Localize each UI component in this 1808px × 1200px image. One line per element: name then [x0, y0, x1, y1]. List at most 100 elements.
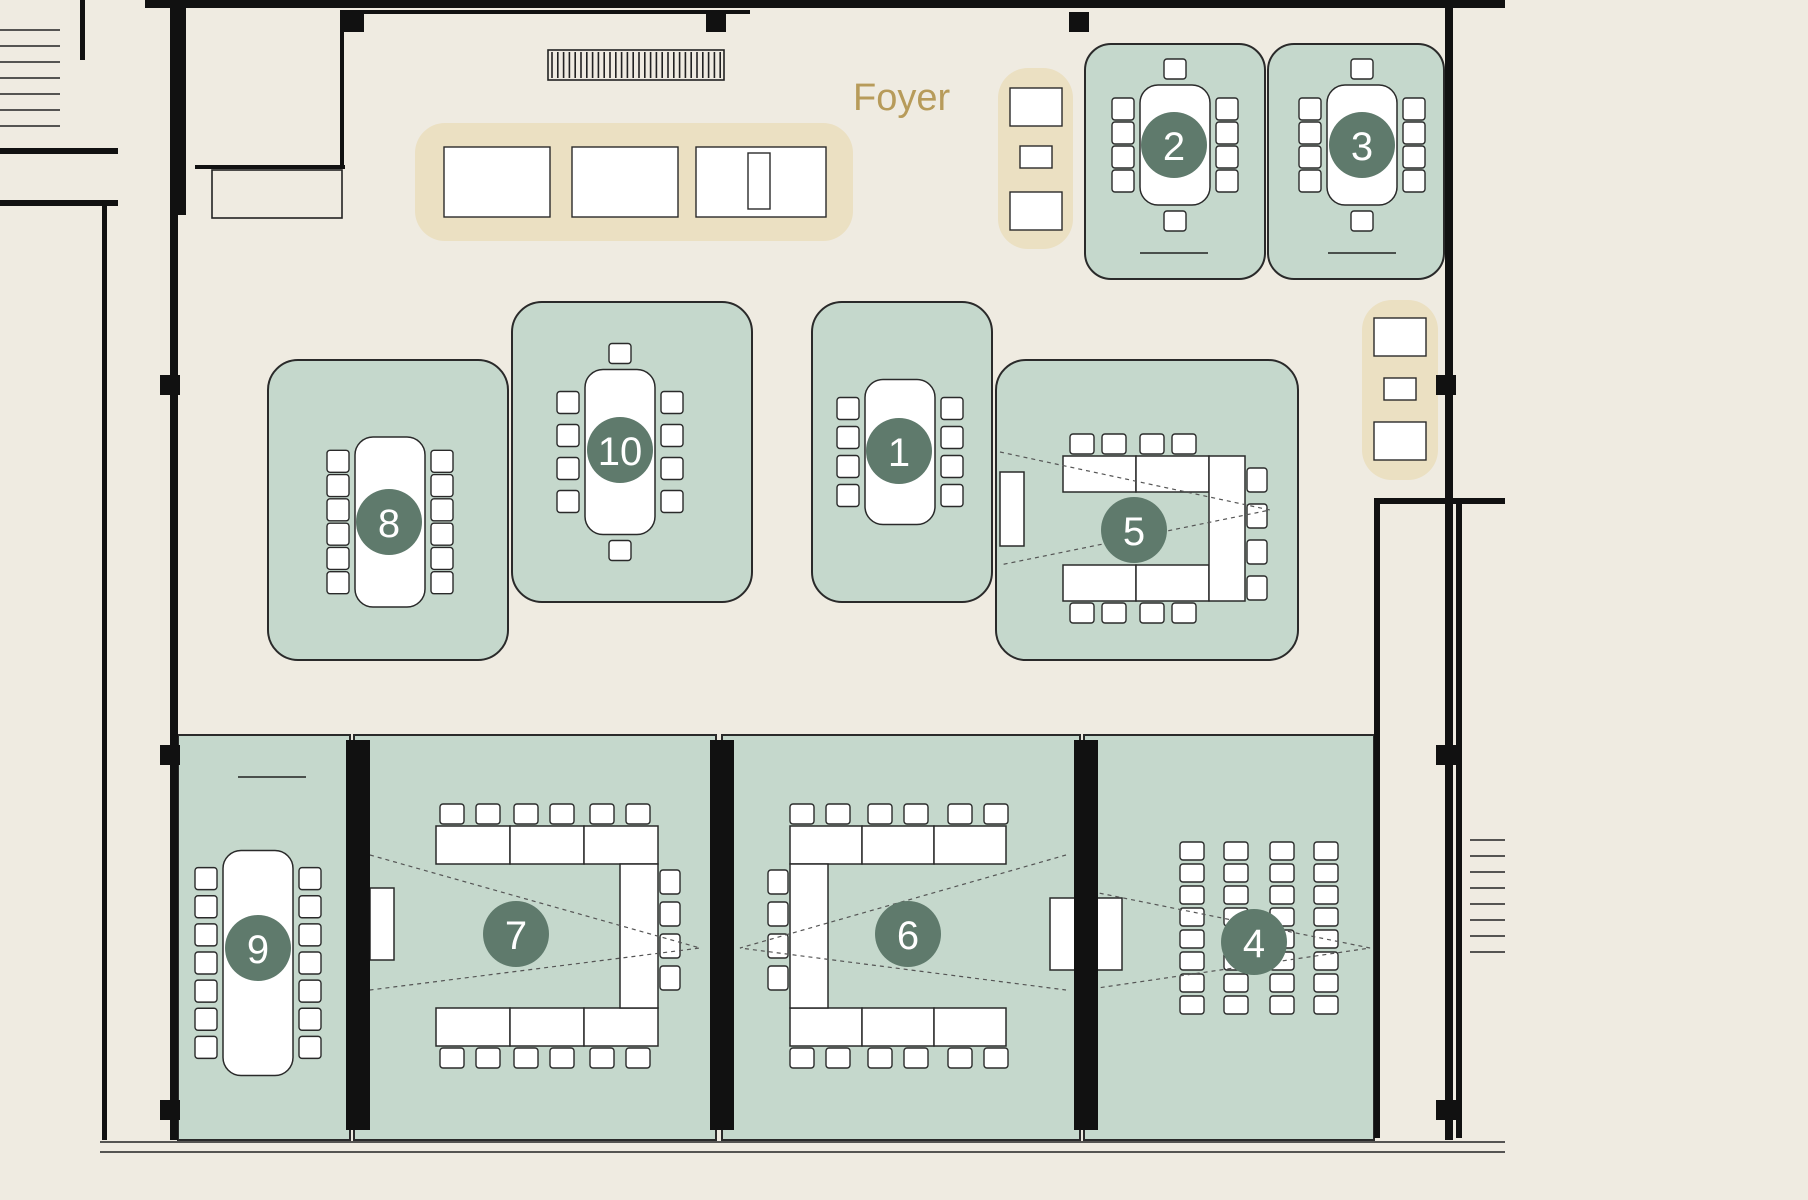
- wall: [710, 740, 734, 1130]
- room-5-table: [1135, 564, 1210, 602]
- wall: [170, 0, 178, 1140]
- room-9-marker-circle: [225, 915, 291, 981]
- room-1-chair: [940, 425, 964, 450]
- room-2-chair: [1215, 97, 1239, 121]
- room-2-chair: [1111, 121, 1135, 145]
- room-8-chair: [430, 571, 454, 595]
- room-4-chair: [1313, 863, 1339, 883]
- vent-grille: [547, 49, 725, 81]
- room-4-chair: [1179, 995, 1205, 1015]
- room-4-chair: [1269, 973, 1295, 993]
- room-1-chair: [836, 454, 860, 479]
- room-3-chair: [1350, 58, 1374, 80]
- room-9-chair: [298, 923, 322, 947]
- room-5-chair: [1246, 575, 1268, 601]
- room-7-chair: [659, 901, 681, 927]
- room-5-chair: [1246, 503, 1268, 529]
- room-5-chair: [1101, 602, 1127, 624]
- room-7-chair: [589, 1047, 615, 1069]
- room-9-chair: [194, 1035, 218, 1060]
- room-6-chair: [767, 869, 789, 895]
- room-2-chair: [1215, 121, 1239, 145]
- room-8-chair: [326, 449, 350, 473]
- room-7-table: [509, 825, 585, 865]
- room-6-chair: [947, 1047, 973, 1069]
- room-6-chair: [789, 803, 815, 825]
- room-1-chair: [940, 483, 964, 508]
- room-6-projection: [739, 854, 1067, 991]
- room-1-chair: [836, 396, 860, 421]
- room-6-chair: [767, 933, 789, 959]
- room-10-chair: [608, 342, 632, 365]
- wall: [1436, 1100, 1456, 1120]
- room-4-chair: [1313, 885, 1339, 905]
- room-5-chair: [1069, 433, 1095, 455]
- room-4-marker: 4: [1221, 909, 1287, 975]
- room-3-chair: [1298, 121, 1322, 145]
- wall: [1380, 498, 1505, 504]
- room-7-chair: [625, 1047, 651, 1069]
- room-7-table: [583, 1007, 659, 1047]
- room-5-chair: [1069, 602, 1095, 624]
- room-3-marker-circle: [1329, 112, 1395, 178]
- room-9-chair: [194, 895, 218, 919]
- room-10-chair: [556, 489, 580, 514]
- room-6-table: [861, 825, 935, 865]
- room-5-table: [1208, 455, 1246, 602]
- room-4-chair: [1313, 995, 1339, 1015]
- room-5-chair: [1139, 602, 1165, 624]
- room-6-table: [933, 825, 1007, 865]
- room-7-marker-circle: [483, 901, 549, 967]
- lounge-area-top: [415, 123, 853, 241]
- wall: [160, 375, 180, 395]
- room-9-chair: [194, 979, 218, 1003]
- side-table: [1383, 377, 1417, 401]
- room-6-marker: 6: [875, 901, 941, 967]
- room-4-chair: [1223, 973, 1249, 993]
- room-2-chair: [1111, 145, 1135, 169]
- sofa: [571, 146, 679, 218]
- room-4-marker-label: 4: [1243, 922, 1265, 966]
- room-9-chair: [298, 895, 322, 919]
- room-4-chair: [1179, 885, 1205, 905]
- room-10-chair: [556, 390, 580, 415]
- room-1-chair: [940, 454, 964, 479]
- room-1-chair: [836, 483, 860, 508]
- room-5-chair: [1171, 433, 1197, 455]
- room-3-chair: [1402, 145, 1426, 169]
- room-6-chair: [867, 803, 893, 825]
- room-4-chair: [1269, 995, 1295, 1015]
- room-2-chair: [1215, 145, 1239, 169]
- room-10-chair: [660, 456, 684, 481]
- room-7-table: [435, 825, 511, 865]
- room-4-chair: [1179, 929, 1205, 949]
- room-4-chair: [1179, 951, 1205, 971]
- room-8-chair: [326, 546, 350, 571]
- room-8-marker-circle: [356, 489, 422, 555]
- room-10-chair: [556, 456, 580, 481]
- room-4-chair: [1179, 841, 1205, 861]
- room-8-marker-label: 8: [378, 502, 400, 546]
- armchair: [1373, 317, 1427, 357]
- wall: [160, 745, 180, 765]
- room-6-table: [789, 863, 829, 1009]
- wall: [195, 165, 345, 169]
- armchair: [1373, 421, 1427, 461]
- wall: [1436, 375, 1456, 395]
- wall: [340, 10, 344, 165]
- room-6-table: [933, 1007, 1007, 1047]
- room-2-chair: [1111, 169, 1135, 193]
- room-8-chair: [326, 571, 350, 595]
- room-7-marker-label: 7: [505, 914, 527, 958]
- room-7-table: [583, 825, 659, 865]
- room-4-chair: [1223, 863, 1249, 883]
- room-5-chair: [1246, 539, 1268, 565]
- room-8-chair: [430, 546, 454, 571]
- wall: [1456, 498, 1462, 1138]
- room-7-table: [619, 863, 659, 1009]
- room-5-chair: [1101, 433, 1127, 455]
- room-8-chair: [326, 522, 350, 546]
- room-4-chair: [1313, 951, 1339, 971]
- room-7-chair: [439, 803, 465, 825]
